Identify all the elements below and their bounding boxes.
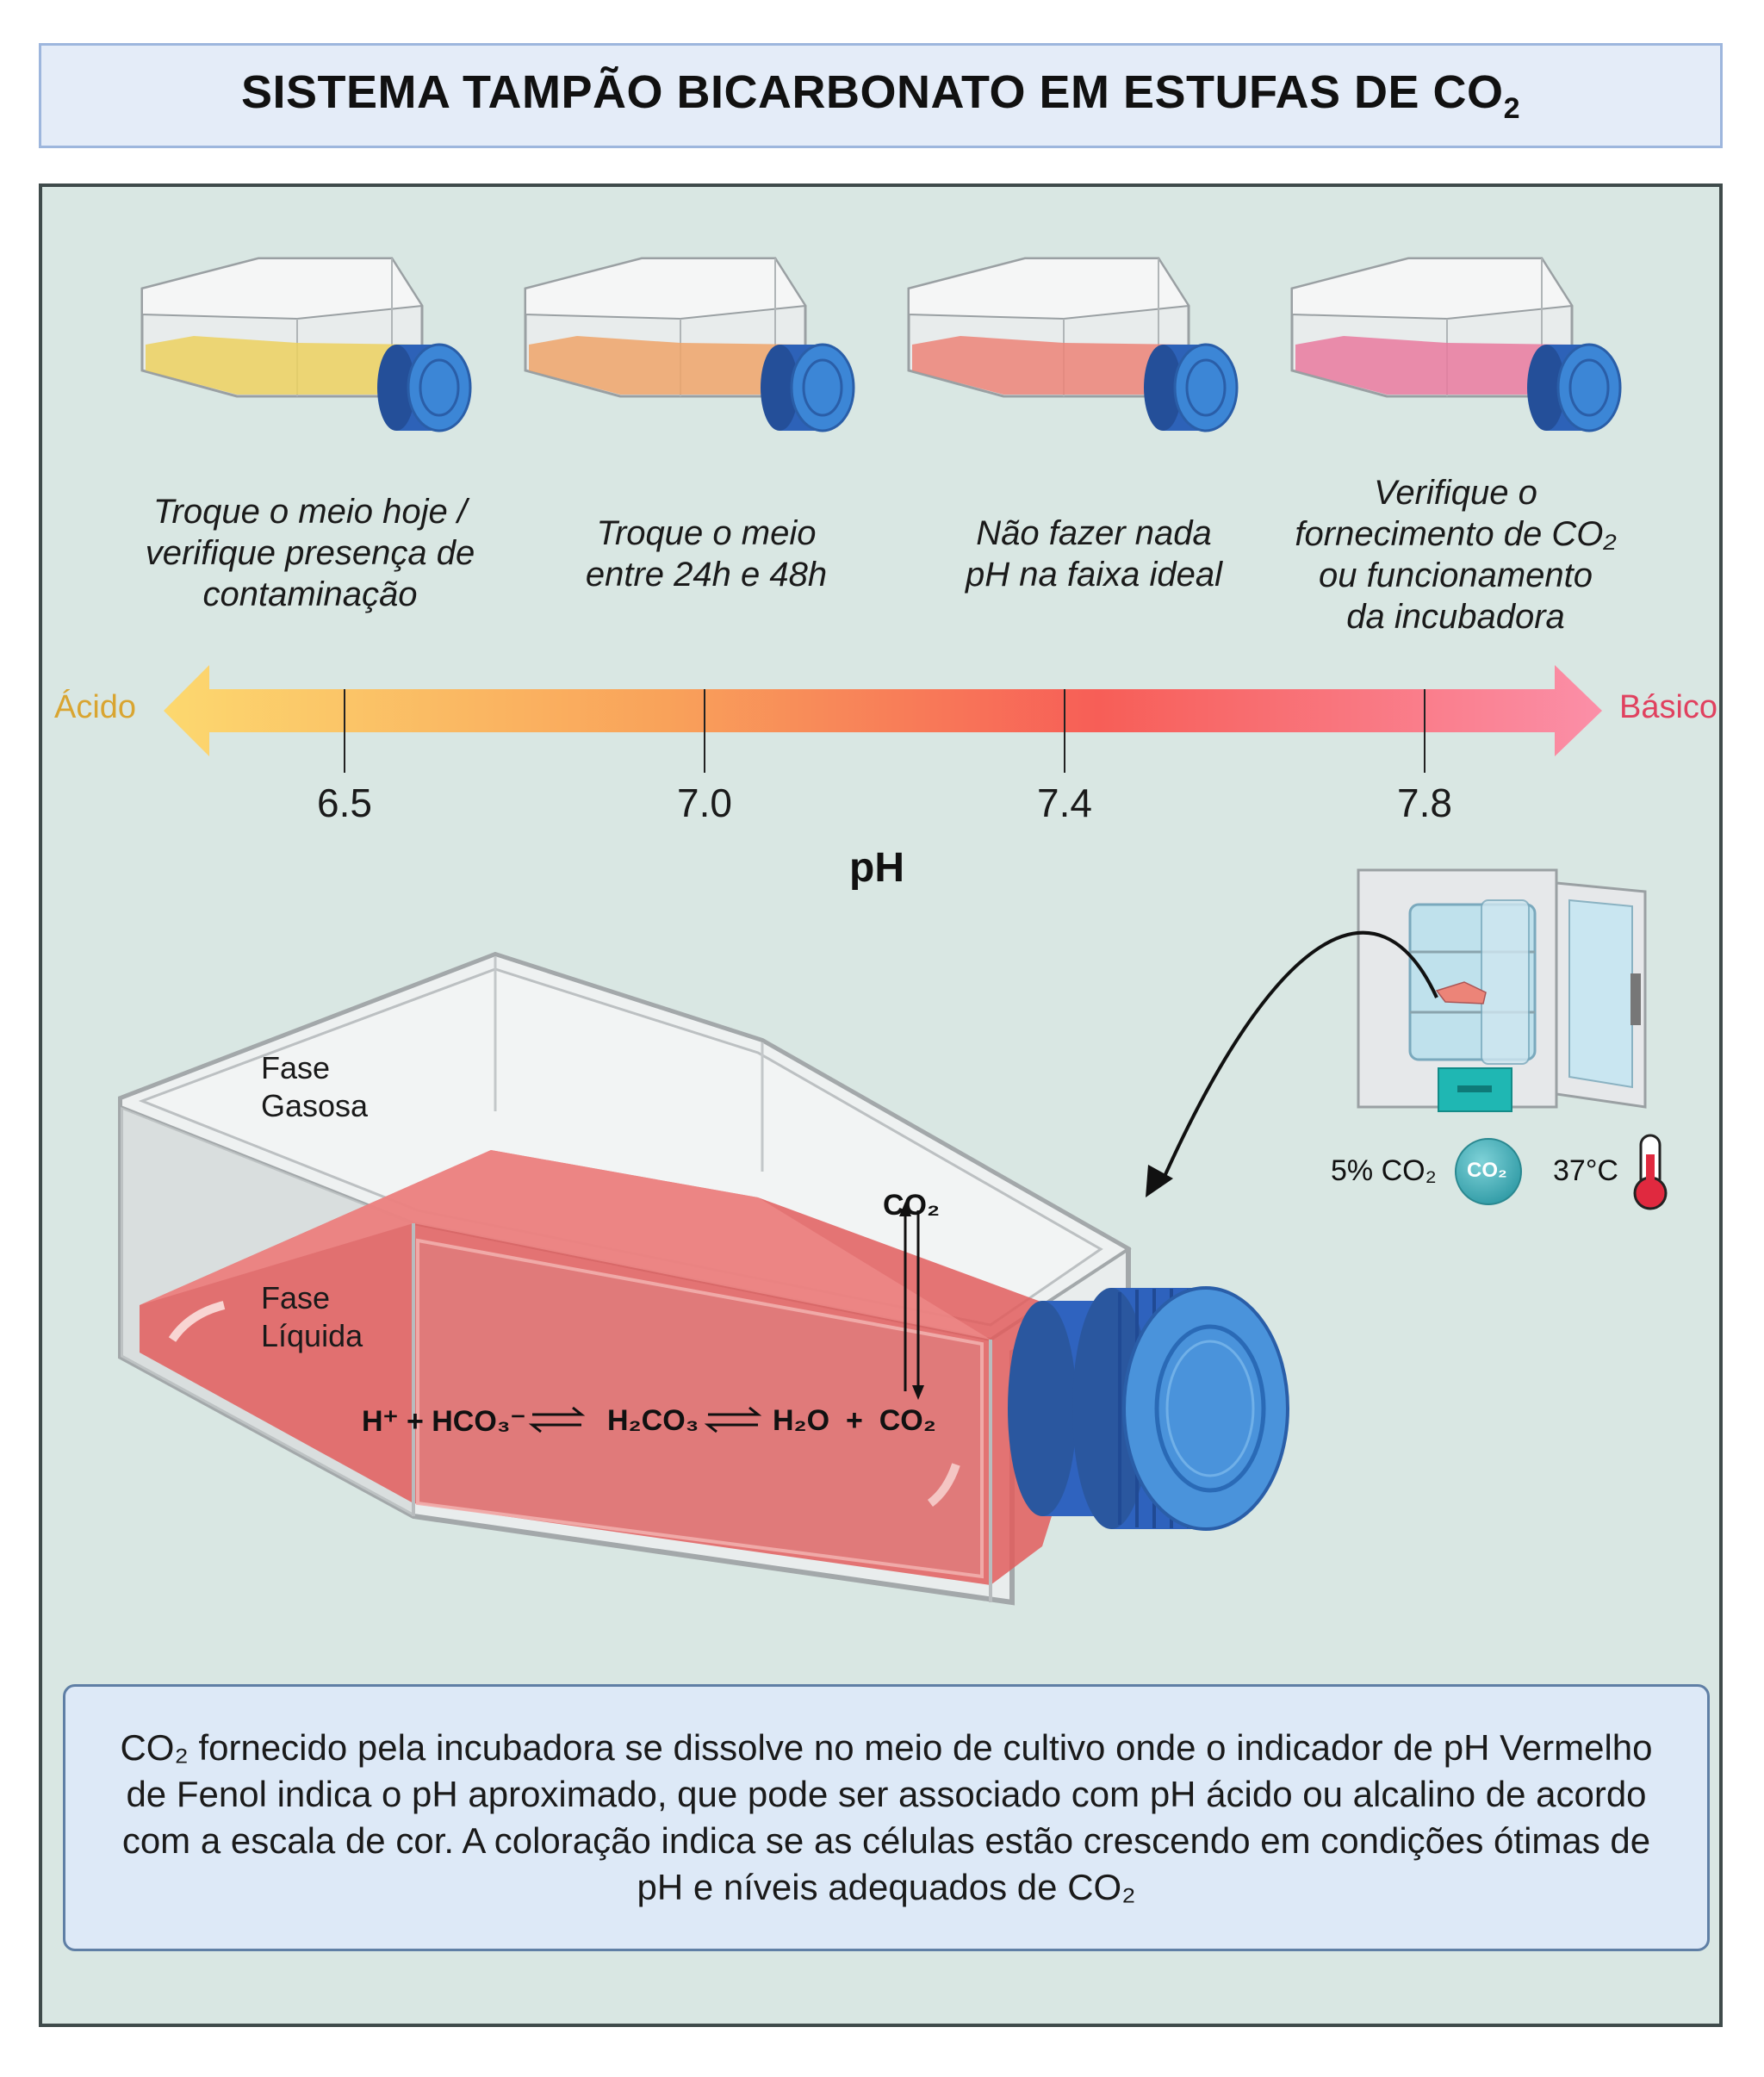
thermometer-icon [1633, 1134, 1668, 1210]
info-text: CO₂ fornecido pela incubadora se dissolv… [120, 1727, 1653, 1907]
page-title: SISTEMA TAMPÃO BICARBONATO EM ESTUFAS DE… [241, 66, 1520, 125]
temperature-label: 37°C [1553, 1154, 1618, 1187]
tick-label-7-8: 7.8 [1397, 780, 1452, 825]
flask-2-liquid [529, 336, 805, 395]
flask-2 [524, 257, 855, 432]
co2-icon-label: CO₂ [1467, 1159, 1507, 1182]
tick-label-6-5: 6.5 [317, 780, 372, 825]
info-box: CO₂ fornecido pela incubadora se dissolv… [63, 1684, 1710, 1951]
co2-icon [1455, 1138, 1522, 1205]
co2-exchange-arrows [899, 1202, 924, 1400]
ph-axis-label: pH [849, 845, 904, 891]
incubator [1357, 868, 1647, 1112]
flask-4-liquid [1295, 336, 1572, 395]
ph-scale-arrow [164, 665, 1602, 773]
co2-gas-label: CO₂ [883, 1189, 941, 1222]
flask-1 [140, 257, 472, 432]
tick-label-7-0: 7.0 [677, 780, 732, 825]
acid-label: Ácido [54, 689, 137, 725]
flask-3-liquid [912, 336, 1189, 395]
tick-label-7-4: 7.4 [1037, 780, 1092, 825]
equation-reactants: H⁺ + HCO₃⁻ [362, 1405, 526, 1438]
co2-percent-label: 5% CO₂ [1331, 1154, 1437, 1187]
equation-intermediate: H₂CO₃ [607, 1404, 699, 1437]
title-box: SISTEMA TAMPÃO BICARBONATO EM ESTUFAS DE… [39, 43, 1723, 148]
basic-label: Básico [1619, 689, 1718, 725]
flask-1-caption: Troque o meio hoje /verifique presença d… [145, 493, 475, 613]
big-flask-cap [1008, 1286, 1289, 1531]
equilibrium-arrows [528, 1406, 762, 1433]
incubator-mini-flask [1435, 981, 1487, 1004]
equation-products: H₂O + CO₂ [773, 1404, 936, 1437]
big-flask [118, 951, 1132, 1606]
flask-1-liquid [146, 336, 422, 395]
flask-3 [907, 257, 1239, 432]
curved-arrow [1161, 930, 1438, 1181]
flask-4 [1290, 257, 1622, 432]
